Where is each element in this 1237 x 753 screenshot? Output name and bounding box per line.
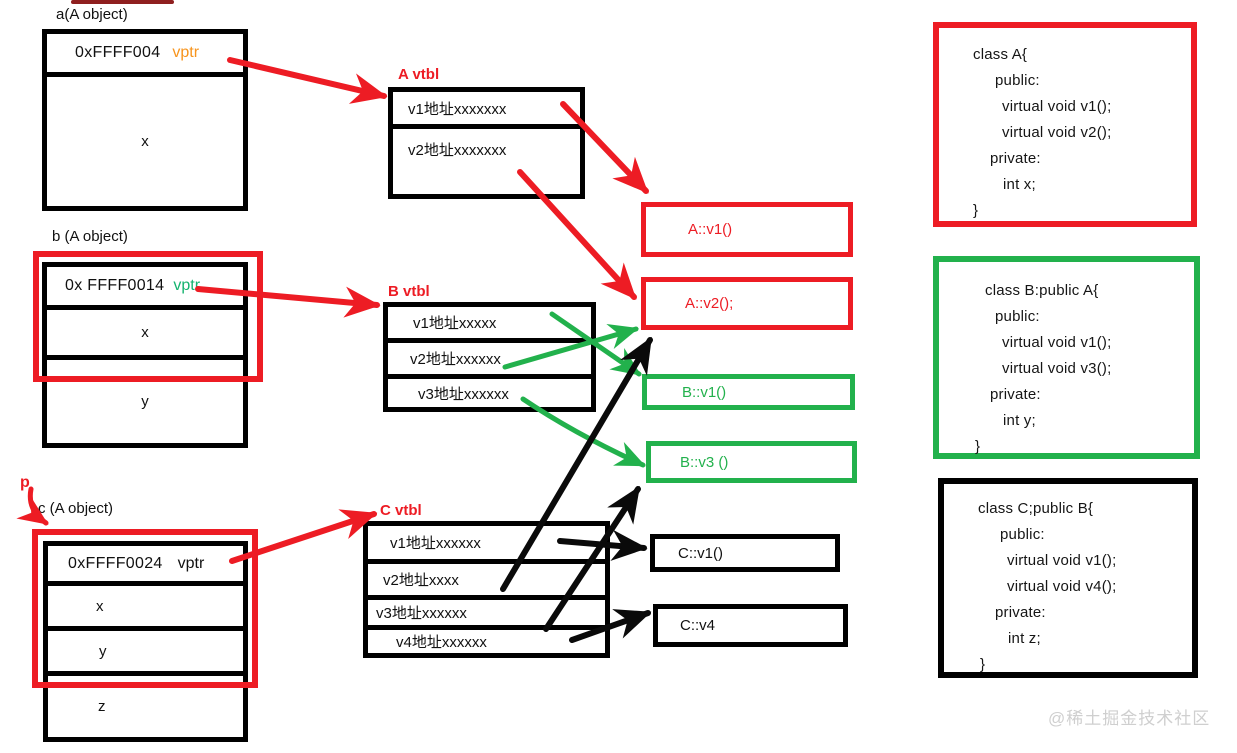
b-vtbl-row-v1: v1地址xxxxx: [388, 307, 591, 343]
function-c-v1-box: C::v1(): [650, 534, 840, 572]
c-vtbl-row-v2: v2地址xxxx: [368, 564, 605, 600]
function-b-v3-box: B::v3 (): [646, 441, 857, 483]
class-b-line: class B:public A{: [985, 282, 1099, 299]
object-c-vptr-cell: 0xFFFF0024 vptr: [48, 546, 243, 586]
object-c-vptr-label: vptr: [177, 554, 205, 572]
c-vtbl-row-v1: v1地址xxxxxx: [368, 526, 605, 564]
object-b-address: 0x FFFF0014: [65, 277, 165, 294]
class-a-line: int x;: [1003, 176, 1036, 193]
object-a-label: a(A object): [56, 6, 128, 23]
class-b-line: public:: [995, 308, 1040, 325]
object-b-vptr-label: vptr: [173, 277, 201, 294]
object-b-field-y: y: [141, 393, 149, 410]
object-b-label: b (A object): [52, 228, 128, 245]
a-vtbl-row-v2: v2地址xxxxxxx: [408, 142, 507, 159]
watermark: @稀土掘金技术社区: [1048, 709, 1211, 728]
arrow-c-vptr-to-c-vtbl: [229, 509, 378, 564]
function-c-v4-box: C::v4: [653, 604, 848, 647]
object-a-box: 0xFFFF004 vptr x: [42, 29, 248, 211]
class-b-line: }: [975, 438, 981, 455]
class-b-line: virtual void v3();: [1002, 360, 1112, 377]
class-a-line: public:: [995, 72, 1040, 89]
c-vtbl-row-v3: v3地址xxxxxx: [368, 600, 605, 630]
pointer-p-label: p: [20, 474, 30, 491]
class-c-line: virtual void v4();: [1007, 578, 1117, 595]
b-vtbl-box: v1地址xxxxx v2地址xxxxxx v3地址xxxxxx: [383, 302, 596, 412]
object-c-box: 0xFFFF0024 vptr x y z: [43, 541, 248, 742]
object-a-vptr-label: vptr: [172, 44, 200, 61]
b-vtbl-row-v3: v3地址xxxxxx: [418, 385, 509, 403]
function-a-v1-box: A::v1(): [641, 202, 853, 257]
object-c-field-z: z: [98, 698, 106, 715]
a-vtbl-row-v1: v1地址xxxxxxx: [393, 92, 580, 129]
a-vtbl-title: A vtbl: [398, 66, 440, 83]
class-c-line: int z;: [1008, 630, 1041, 647]
class-a-definition-box: class A{ public: virtual void v1(); virt…: [933, 22, 1197, 227]
class-a-line: }: [973, 202, 979, 219]
class-c-definition-box: class C;public B{ public: virtual void v…: [938, 478, 1198, 678]
class-a-line: private:: [990, 150, 1041, 167]
function-b-v1-box: B::v1(): [642, 374, 855, 410]
object-b-field-x: x: [47, 310, 243, 360]
object-c-address: 0xFFFF0024: [68, 554, 163, 572]
class-a-line: virtual void v2();: [1002, 124, 1112, 141]
class-a-line: virtual void v1();: [1002, 98, 1112, 115]
class-a-line: class A{: [973, 46, 1028, 63]
object-a-field-x: x: [141, 133, 149, 150]
class-c-line: }: [980, 656, 986, 673]
class-b-definition-box: class B:public A{ public: virtual void v…: [933, 256, 1200, 459]
object-b-box: 0x FFFF0014 vptr x y: [42, 262, 248, 448]
object-b-vptr-cell: 0x FFFF0014 vptr: [47, 267, 243, 310]
b-vtbl-row-v2: v2地址xxxxxx: [388, 343, 591, 379]
a-vtbl-box: v1地址xxxxxxx v2地址xxxxxxx: [388, 87, 585, 199]
class-c-line: public:: [1000, 526, 1045, 543]
arrow-a-vptr-to-a-vtbl: [227, 57, 388, 104]
c-vtbl-title: C vtbl: [380, 502, 422, 519]
object-c-label: c (A object): [38, 500, 114, 517]
c-vtbl-row-v4: v4地址xxxxxx: [396, 634, 487, 651]
class-c-line: virtual void v1();: [1007, 552, 1117, 569]
class-b-line: int y;: [1003, 412, 1036, 429]
b-vtbl-title: B vtbl: [388, 283, 430, 300]
object-a-vptr-cell: 0xFFFF004 vptr: [47, 34, 243, 77]
c-vtbl-box: v1地址xxxxxx v2地址xxxx v3地址xxxxxx v4地址xxxxx…: [363, 521, 610, 658]
class-c-line: class C;public B{: [978, 500, 1094, 517]
function-a-v2-box: A::v2();: [641, 277, 853, 330]
object-a-address: 0xFFFF004: [75, 44, 161, 61]
class-c-line: private:: [995, 604, 1046, 621]
object-c-field-y: y: [48, 631, 243, 676]
class-b-line: virtual void v1();: [1002, 334, 1112, 351]
class-b-line: private:: [990, 386, 1041, 403]
object-c-field-x: x: [48, 586, 243, 631]
